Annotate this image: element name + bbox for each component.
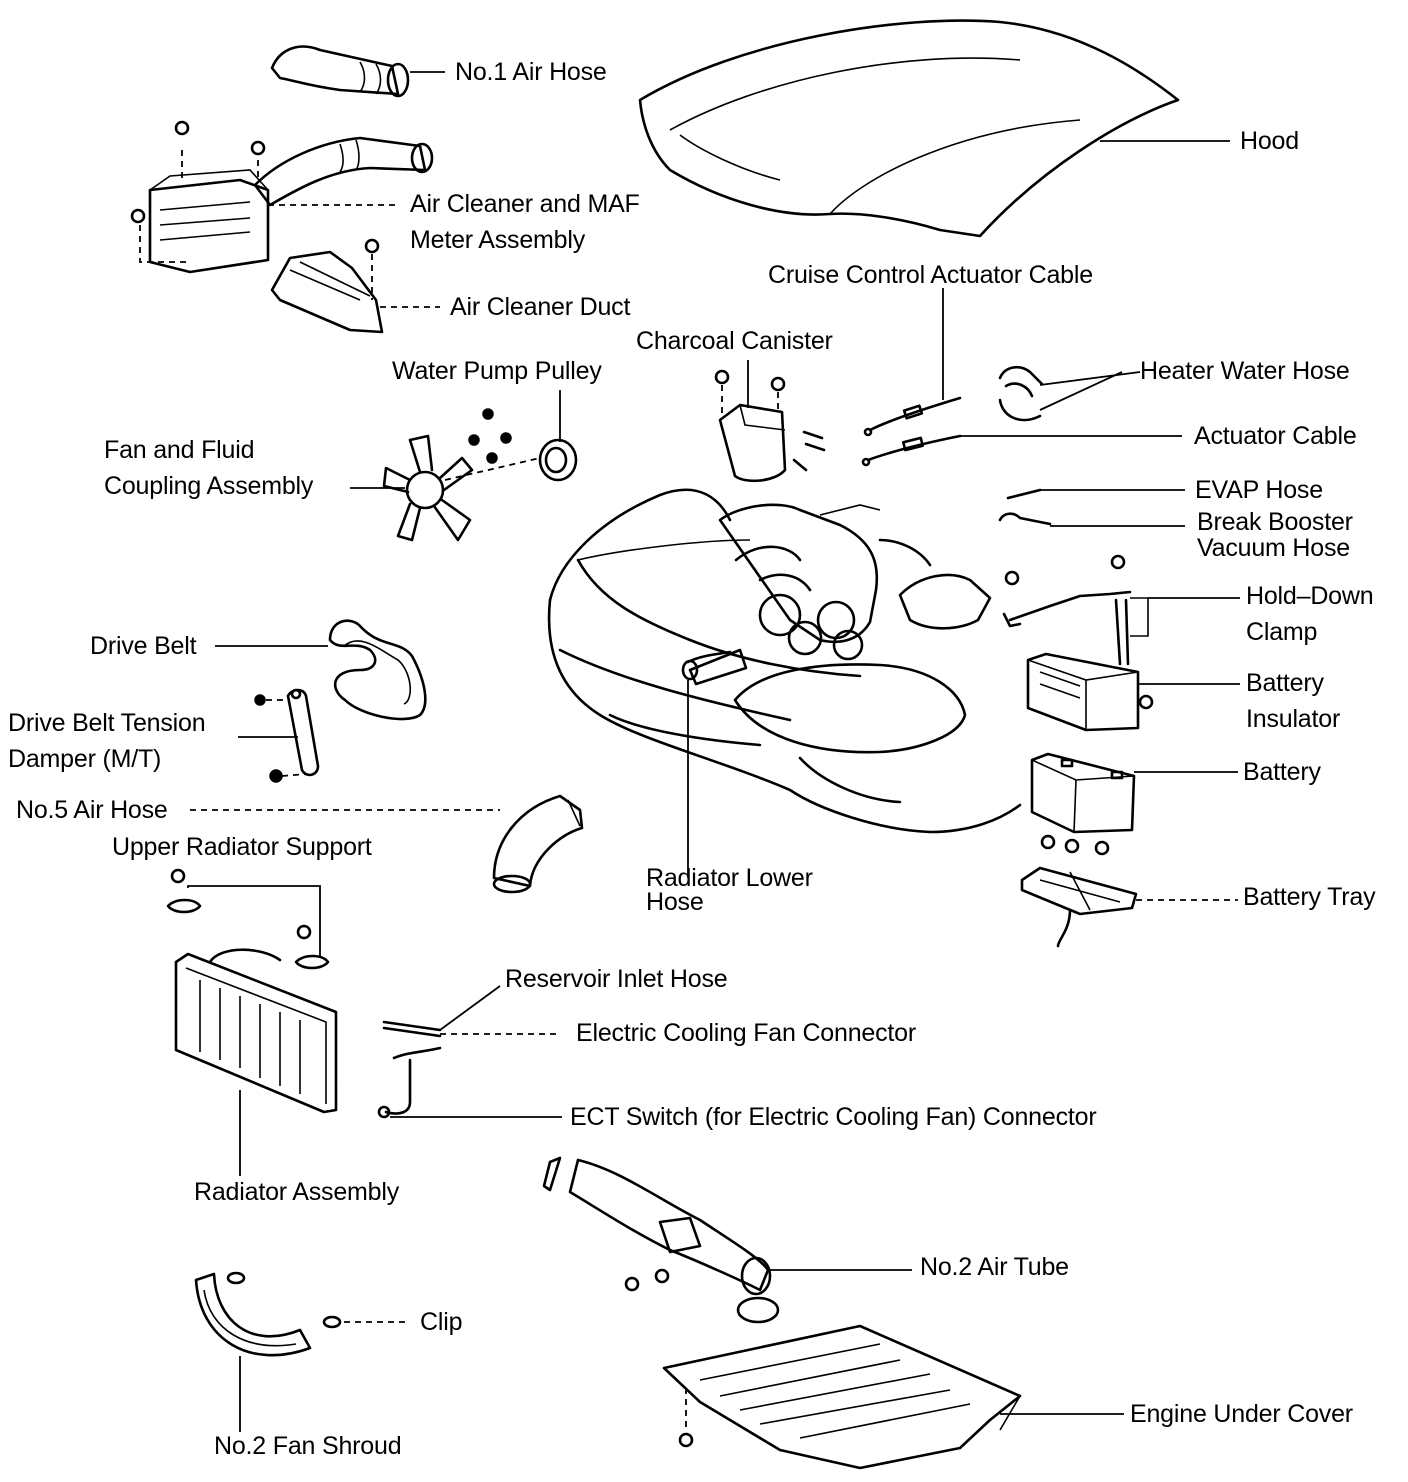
- label-battery-insulator: Battery Insulator: [1246, 665, 1340, 737]
- no1-air-hose-part: [270, 45, 410, 98]
- label-battery-insulator-line1: Battery: [1246, 669, 1324, 697]
- reservoir-inlet-hose-leader: [439, 985, 501, 1031]
- label-cruise-control-cable: Cruise Control Actuator Cable: [768, 261, 1093, 289]
- drive-belt-part: [328, 619, 427, 721]
- cruise-cable-part: [863, 396, 962, 437]
- label-drive-belt: Drive Belt: [90, 632, 197, 660]
- label-evap-hose: EVAP Hose: [1195, 476, 1323, 504]
- radiator-lower-hose-part: [681, 650, 732, 681]
- label-brake-booster-hose: Break Booster Vacuum Hose: [1197, 509, 1353, 561]
- heater-water-hose-part: [998, 365, 1044, 422]
- label-engine-under-cover: Engine Under Cover: [1130, 1400, 1353, 1428]
- label-air-cleaner-line2: Meter Assembly: [410, 226, 586, 254]
- no5-air-hose-part: [492, 794, 584, 894]
- brake-booster-hose-part: [998, 512, 1052, 526]
- label-air-cleaner-maf: Air Cleaner and MAF Meter Assembly: [410, 186, 640, 258]
- label-hold-down-line1: Hold–Down: [1246, 582, 1374, 610]
- label-battery: Battery: [1243, 758, 1321, 786]
- label-fan-coupling-line1: Fan and Fluid: [104, 436, 255, 464]
- label-air-cleaner-duct: Air Cleaner Duct: [450, 293, 631, 321]
- hood-part: [638, 19, 1180, 238]
- label-no2-fan-shroud: No.2 Fan Shroud: [214, 1432, 402, 1460]
- actuator-cable-part: [861, 434, 962, 467]
- evap-hose-part: [1006, 488, 1042, 500]
- charcoal-canister-part: [714, 369, 826, 483]
- label-battery-insulator-line2: Insulator: [1246, 705, 1341, 733]
- label-ect-switch-connector: ECT Switch (for Electric Cooling Fan) Co…: [570, 1103, 1097, 1131]
- label-no2-air-tube: No.2 Air Tube: [920, 1253, 1069, 1281]
- air-cleaner-duct-part: [270, 238, 384, 334]
- label-hold-down-clamp: Hold–Down Clamp: [1246, 578, 1374, 650]
- label-reservoir-inlet-hose: Reservoir Inlet Hose: [505, 965, 728, 993]
- label-radiator-lower-hose-line1: Radiator Lower: [646, 864, 813, 892]
- upper-radiator-support-part: [166, 868, 330, 970]
- tension-damper-part: [254, 688, 320, 783]
- label-upper-radiator-support: Upper Radiator Support: [112, 833, 372, 861]
- label-brake-booster-line1: Break Booster: [1197, 508, 1353, 536]
- label-fan-coupling: Fan and Fluid Coupling Assembly: [104, 432, 313, 504]
- hold-down-clamp-part: [1002, 554, 1149, 666]
- label-water-pump-pulley: Water Pump Pulley: [392, 357, 602, 385]
- car-body-engine-part: [547, 488, 1022, 834]
- battery-tray-part: [1020, 834, 1138, 948]
- label-tension-damper: Drive Belt Tension Damper (M/T): [8, 705, 206, 777]
- label-fan-coupling-line2: Coupling Assembly: [104, 472, 314, 500]
- label-clip: Clip: [420, 1308, 463, 1336]
- heater-water-hose-leader: [1039, 371, 1141, 411]
- label-no1-air-hose: No.1 Air Hose: [455, 58, 607, 86]
- air-cleaner-part: [130, 120, 434, 274]
- water-pump-pulley-part: [468, 408, 578, 482]
- upper-radiator-support-leader: [187, 885, 321, 958]
- no2-air-tube-part: [542, 1156, 780, 1324]
- label-tension-damper-line1: Drive Belt Tension: [8, 709, 206, 737]
- label-brake-booster-line2: Vacuum Hose: [1197, 534, 1350, 562]
- label-actuator-cable: Actuator Cable: [1194, 422, 1357, 450]
- label-battery-tray: Battery Tray: [1243, 883, 1376, 911]
- label-electric-cooling-fan-connector: Electric Cooling Fan Connector: [576, 1019, 916, 1047]
- label-no5-air-hose: No.5 Air Hose: [16, 796, 168, 824]
- label-radiator-assembly: Radiator Assembly: [194, 1178, 400, 1206]
- fan-coupling-part: [382, 434, 541, 542]
- engine-under-cover-part: [662, 1324, 1022, 1470]
- label-hold-down-line2: Clamp: [1246, 618, 1318, 646]
- label-radiator-lower-hose: Radiator Lower Hose: [646, 864, 813, 916]
- label-heater-water-hose: Heater Water Hose: [1140, 357, 1350, 385]
- label-radiator-lower-hose-line2: Hose: [646, 888, 704, 916]
- radiator-assembly-part: [174, 948, 338, 1114]
- label-tension-damper-line2: Damper (M/T): [8, 745, 162, 773]
- label-hood: Hood: [1240, 127, 1299, 155]
- fan-shroud-part: [194, 1271, 342, 1357]
- label-air-cleaner-line1: Air Cleaner and MAF: [410, 190, 640, 218]
- battery-part: [1030, 752, 1136, 834]
- reservoir-connectors-part: [377, 1020, 442, 1119]
- battery-insulator-part: [1026, 652, 1154, 732]
- label-charcoal-canister: Charcoal Canister: [636, 327, 833, 355]
